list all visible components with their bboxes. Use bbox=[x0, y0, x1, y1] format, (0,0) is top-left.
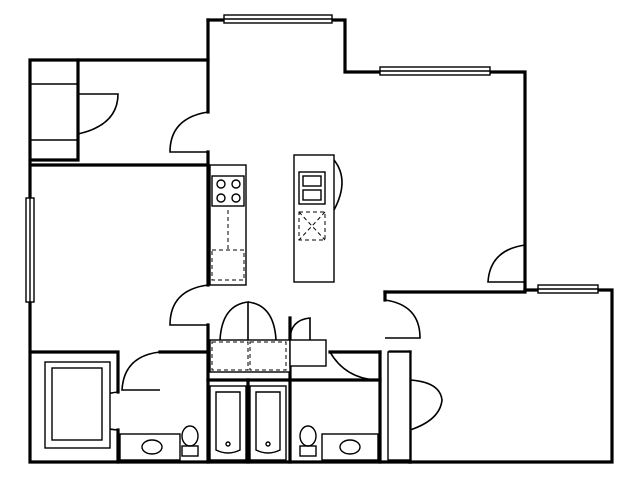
closet-east bbox=[387, 351, 411, 461]
door-laundry-left bbox=[219, 301, 249, 341]
sink-west bbox=[141, 439, 163, 455]
door-bedroom-east bbox=[384, 299, 421, 339]
doors bbox=[77, 93, 526, 431]
windows bbox=[25, 14, 599, 303]
door-laundry-right bbox=[247, 301, 277, 341]
toilet-tank bbox=[181, 445, 199, 457]
door-closet-hall bbox=[289, 317, 311, 341]
hall-closet-shelf bbox=[289, 339, 327, 367]
door-bedroom-west bbox=[169, 111, 209, 153]
door-living-east bbox=[487, 244, 526, 283]
door-bedroom-southwest bbox=[121, 351, 161, 391]
door-hall-west bbox=[169, 284, 209, 326]
bathroom-west bbox=[44, 361, 199, 461]
toilet-tank bbox=[299, 445, 317, 457]
door-bath-east bbox=[329, 351, 377, 381]
door-closet-east bbox=[409, 379, 443, 431]
refrigerator bbox=[211, 249, 245, 281]
laundry bbox=[209, 339, 327, 373]
kitchen bbox=[209, 154, 343, 286]
shower-west bbox=[44, 361, 111, 449]
vanity-west bbox=[119, 433, 181, 461]
door-closet-northwest bbox=[77, 93, 119, 135]
dishwasher bbox=[298, 211, 326, 241]
burner-icon bbox=[216, 179, 226, 189]
toilet-west bbox=[181, 425, 199, 447]
sink-east bbox=[339, 439, 361, 455]
island-seating bbox=[333, 159, 343, 211]
range bbox=[211, 175, 245, 207]
burner-icon bbox=[216, 193, 226, 203]
bathroom-east bbox=[299, 351, 411, 461]
washer bbox=[211, 341, 249, 371]
vanity-east bbox=[321, 433, 379, 461]
burner-icon bbox=[231, 193, 241, 203]
burner-icon bbox=[231, 179, 241, 189]
toilet-east bbox=[299, 425, 317, 447]
dryer bbox=[249, 341, 287, 371]
bathtubs bbox=[209, 385, 287, 461]
